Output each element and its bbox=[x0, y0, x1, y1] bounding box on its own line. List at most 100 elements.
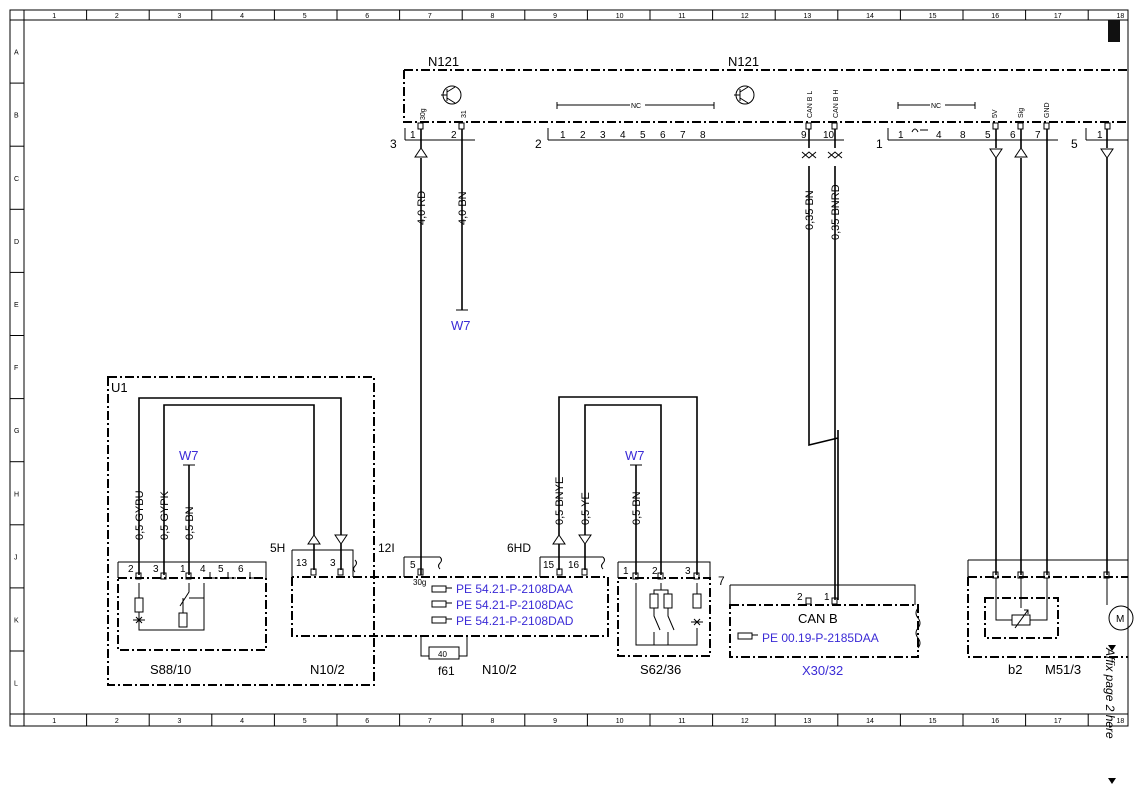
wire-label: 0,5 GYPK bbox=[159, 490, 171, 540]
pin-number: 7 bbox=[1035, 130, 1041, 141]
pe-link[interactable]: PE 54.21-P-2108DAA bbox=[456, 582, 573, 596]
row-label: A bbox=[14, 50, 19, 57]
column-label: 18 bbox=[1117, 13, 1125, 20]
column-label: 3 bbox=[178, 13, 182, 20]
pin-number: 5 bbox=[410, 560, 416, 571]
sheet-frame: 1122334455667788991010111112121313141415… bbox=[9, 9, 1129, 727]
connector-5h-strip bbox=[291, 549, 354, 577]
pin-number: 2 bbox=[451, 130, 457, 141]
pin-number: 3 bbox=[600, 130, 606, 141]
column-label: 1 bbox=[52, 718, 56, 725]
wire bbox=[138, 397, 342, 575]
pin-number: 10 bbox=[823, 130, 835, 141]
nc-bracket bbox=[556, 102, 715, 109]
row-label: D bbox=[14, 239, 19, 246]
pin-box bbox=[831, 122, 838, 130]
nc-label: NC bbox=[631, 103, 641, 110]
pin-number: 5 bbox=[640, 130, 646, 141]
pin-number: 9 bbox=[801, 130, 807, 141]
pin-number: 6 bbox=[238, 564, 244, 575]
pe-link[interactable]: PE 00.19-P-2185DAA bbox=[762, 631, 879, 645]
pin-number: 2 bbox=[652, 566, 658, 577]
pin-box bbox=[805, 597, 812, 605]
connector-arrow-icon bbox=[307, 534, 348, 545]
pin-label-30g: 30g bbox=[420, 108, 427, 120]
column-label: 12 bbox=[741, 718, 749, 725]
switch-icon bbox=[635, 583, 703, 646]
connector-12i-label: 12I bbox=[378, 541, 395, 555]
row-label: C bbox=[14, 176, 19, 183]
pe-link[interactable]: PE 54.21-P-2108DAD bbox=[456, 614, 574, 628]
column-label: 5 bbox=[303, 13, 307, 20]
can-b-label: CAN B bbox=[798, 611, 838, 626]
pin-number: 2 bbox=[797, 592, 803, 603]
fuse-icon bbox=[428, 646, 460, 660]
pin-label-30g: 30g bbox=[413, 578, 426, 587]
column-label: 17 bbox=[1054, 13, 1062, 20]
column-label: 9 bbox=[553, 13, 557, 20]
transistor-icon bbox=[441, 85, 462, 105]
nc-bracket bbox=[897, 102, 976, 109]
row-label: F bbox=[14, 365, 18, 372]
connector-3-strip bbox=[404, 128, 475, 141]
switch-icon bbox=[133, 583, 205, 631]
pin-box bbox=[209, 572, 218, 579]
column-label: 6 bbox=[365, 13, 369, 20]
n10-2-label-b: N10/2 bbox=[482, 662, 517, 677]
ground-ref-link[interactable]: W7 bbox=[451, 318, 471, 333]
f61-label: f61 bbox=[438, 664, 455, 678]
transistor-icon bbox=[734, 85, 755, 105]
pin-box bbox=[1104, 122, 1111, 130]
wire-label: 4,0 BN bbox=[457, 191, 469, 225]
column-label: 7 bbox=[428, 13, 432, 20]
affix-note: Affix page 2 here bbox=[1103, 647, 1117, 739]
column-label: 4 bbox=[240, 718, 244, 725]
pin-label-sig: Sig bbox=[1018, 108, 1025, 118]
column-label: 16 bbox=[991, 13, 999, 20]
break-icon bbox=[911, 128, 928, 133]
m51-3-connector bbox=[967, 559, 1128, 577]
connector-arrow-icon bbox=[414, 147, 1114, 159]
pin-number: 1 bbox=[824, 592, 830, 603]
ground-ref-link[interactable]: W7 bbox=[179, 448, 199, 463]
x30-32-outline bbox=[729, 604, 919, 658]
column-label: 11 bbox=[678, 13, 685, 20]
row-label: J bbox=[14, 554, 18, 561]
pin-number: 1 bbox=[410, 130, 416, 141]
pin-number: 1 bbox=[623, 566, 629, 577]
pe-link[interactable]: PE 54.21-P-2108DAC bbox=[456, 598, 574, 612]
wire-label: 0,5 GYBU bbox=[134, 490, 146, 540]
pin-number: 15 bbox=[543, 560, 555, 571]
pin-box bbox=[310, 568, 317, 576]
break-icon bbox=[353, 559, 357, 573]
s62-36-outline bbox=[617, 577, 711, 657]
reference-hand-icon bbox=[431, 585, 452, 624]
n10-2-outline bbox=[291, 576, 609, 637]
column-label: 13 bbox=[804, 718, 812, 725]
column-label: 15 bbox=[929, 718, 937, 725]
x30-32-connector bbox=[729, 584, 916, 605]
pin-number: 3 bbox=[330, 558, 336, 569]
pin-box bbox=[992, 122, 999, 130]
row-label: E bbox=[14, 302, 19, 309]
column-label: 4 bbox=[240, 13, 244, 20]
connector-2-label: 2 bbox=[535, 137, 542, 151]
pin-label-can-l: CAN B L bbox=[807, 91, 814, 118]
pin-number: 6 bbox=[660, 130, 666, 141]
ground-ref-link[interactable]: W7 bbox=[625, 448, 645, 463]
pin-box bbox=[417, 568, 424, 576]
n121-module-outline bbox=[403, 69, 1128, 123]
column-label: 18 bbox=[1117, 718, 1125, 725]
pin-label-can-h: CAN B H bbox=[833, 90, 840, 118]
row-label: H bbox=[14, 491, 19, 498]
u1-module-outline bbox=[107, 376, 375, 686]
wire bbox=[313, 544, 342, 570]
x30-32-label[interactable]: X30/32 bbox=[802, 663, 843, 678]
connector-5h-label: 5H bbox=[270, 541, 285, 555]
pin-number: 1 bbox=[560, 130, 566, 141]
s62-36-label: S62/36 bbox=[640, 662, 681, 677]
pin-box bbox=[1043, 122, 1050, 130]
column-label: 16 bbox=[991, 718, 999, 725]
break-icon bbox=[438, 556, 442, 570]
